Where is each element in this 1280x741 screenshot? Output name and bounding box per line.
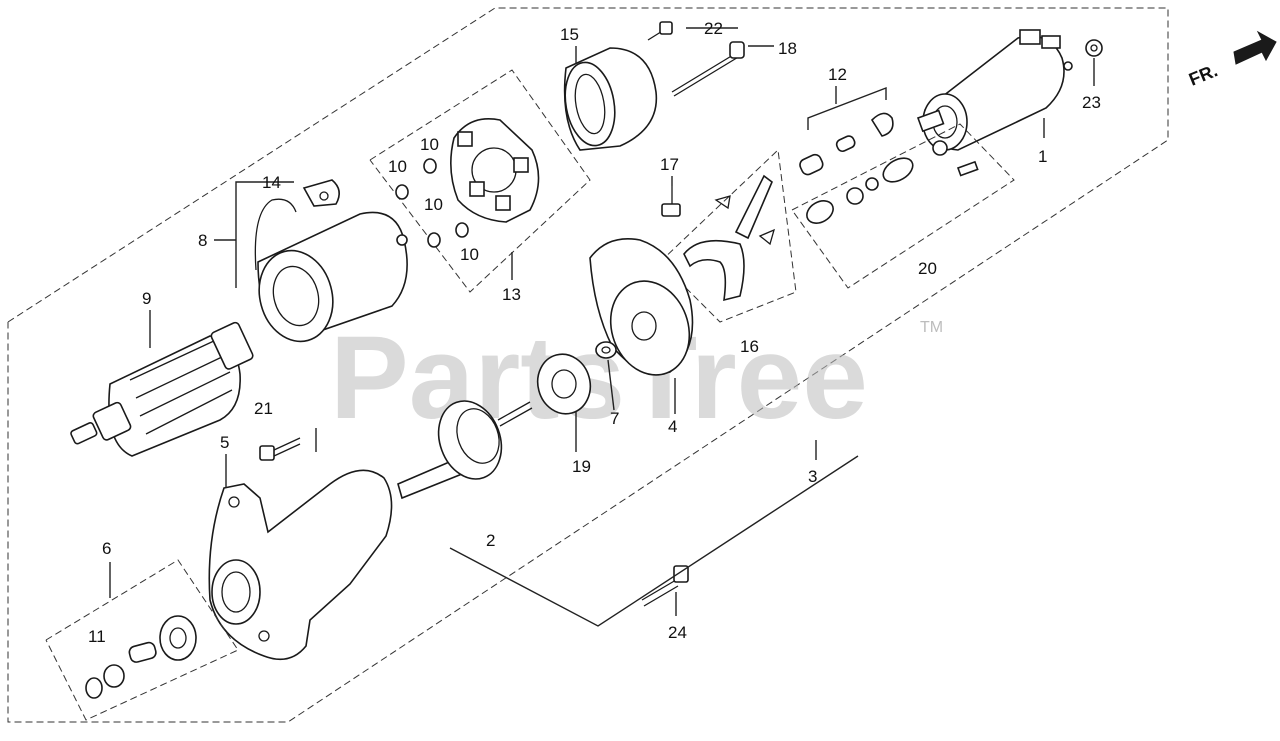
callout-14: 14: [262, 173, 281, 192]
part-gear-housing-cover[interactable]: [589, 238, 702, 386]
callout-15: 15: [560, 25, 579, 44]
callout-10-c: 10: [424, 195, 443, 214]
assembly-boundary: [7, 7, 1169, 723]
callout-21: 21: [254, 399, 273, 418]
part-idler-gear[interactable]: [531, 348, 597, 419]
part-group-12[interactable]: [798, 86, 894, 177]
part-bolt-17[interactable]: [661, 186, 681, 217]
callout-2: 2: [486, 531, 495, 550]
callout-3: 3: [808, 467, 817, 486]
callout-9: 9: [142, 289, 151, 308]
watermark-brand: PartsTree: [330, 312, 868, 444]
part-brush-holder-group[interactable]: [369, 69, 591, 293]
part-bolt-21[interactable]: [259, 428, 317, 461]
callout-22: 22: [704, 19, 723, 38]
part-through-bolt[interactable]: [671, 41, 745, 97]
part-group-20: [791, 123, 1015, 289]
callout-13: 13: [502, 285, 521, 304]
part-shift-lever-group[interactable]: [659, 148, 797, 323]
callout-20: 20: [918, 259, 937, 278]
callout-11: 11: [88, 627, 106, 646]
callout-10-b: 10: [388, 157, 407, 176]
callout-23: 23: [1082, 93, 1101, 112]
part-screw-22[interactable]: [647, 21, 673, 41]
part-field-coil-yoke[interactable]: [249, 198, 408, 350]
callout-7: 7: [610, 409, 619, 428]
callout-10-d: 10: [460, 245, 479, 264]
part-overrunning-clutch[interactable]: [397, 392, 533, 500]
callout-24: 24: [668, 623, 687, 642]
callout-8: 8: [198, 231, 207, 250]
callout-17: 17: [660, 155, 679, 174]
callout-4: 4: [668, 417, 677, 436]
part-nut-23[interactable]: [1085, 39, 1103, 57]
part-drive-housing[interactable]: [208, 469, 393, 661]
fr-label: FR.: [1186, 60, 1220, 89]
part-washer-7[interactable]: [595, 341, 617, 359]
callout-10-a: 10: [420, 135, 439, 154]
part-pinion-group[interactable]: [45, 559, 239, 721]
part-terminal-14[interactable]: [302, 179, 340, 207]
part-brush-springs[interactable]: [395, 158, 469, 248]
watermark-trademark: TM: [920, 319, 943, 336]
fr-arrow-icon: [1233, 30, 1277, 65]
part-armature[interactable]: [70, 321, 254, 457]
front-direction-indicator: FR.: [1186, 30, 1277, 90]
callout-6: 6: [102, 539, 111, 558]
callout-16: 16: [740, 337, 759, 356]
part-solenoid[interactable]: [916, 29, 1073, 151]
part-yoke-ring[interactable]: [559, 47, 658, 151]
callout-5: 5: [220, 433, 229, 452]
callout-12: 12: [828, 65, 847, 84]
callout-labels: 1 2 3 4 5 6 7 8 9 10 10 10 10 11 12 13 1…: [88, 19, 1101, 646]
leader-lines: [109, 27, 1095, 627]
callout-1: 1: [1038, 147, 1047, 166]
watermark: PartsTree TM: [330, 312, 943, 444]
callout-19: 19: [572, 457, 591, 476]
callout-18: 18: [778, 39, 797, 58]
